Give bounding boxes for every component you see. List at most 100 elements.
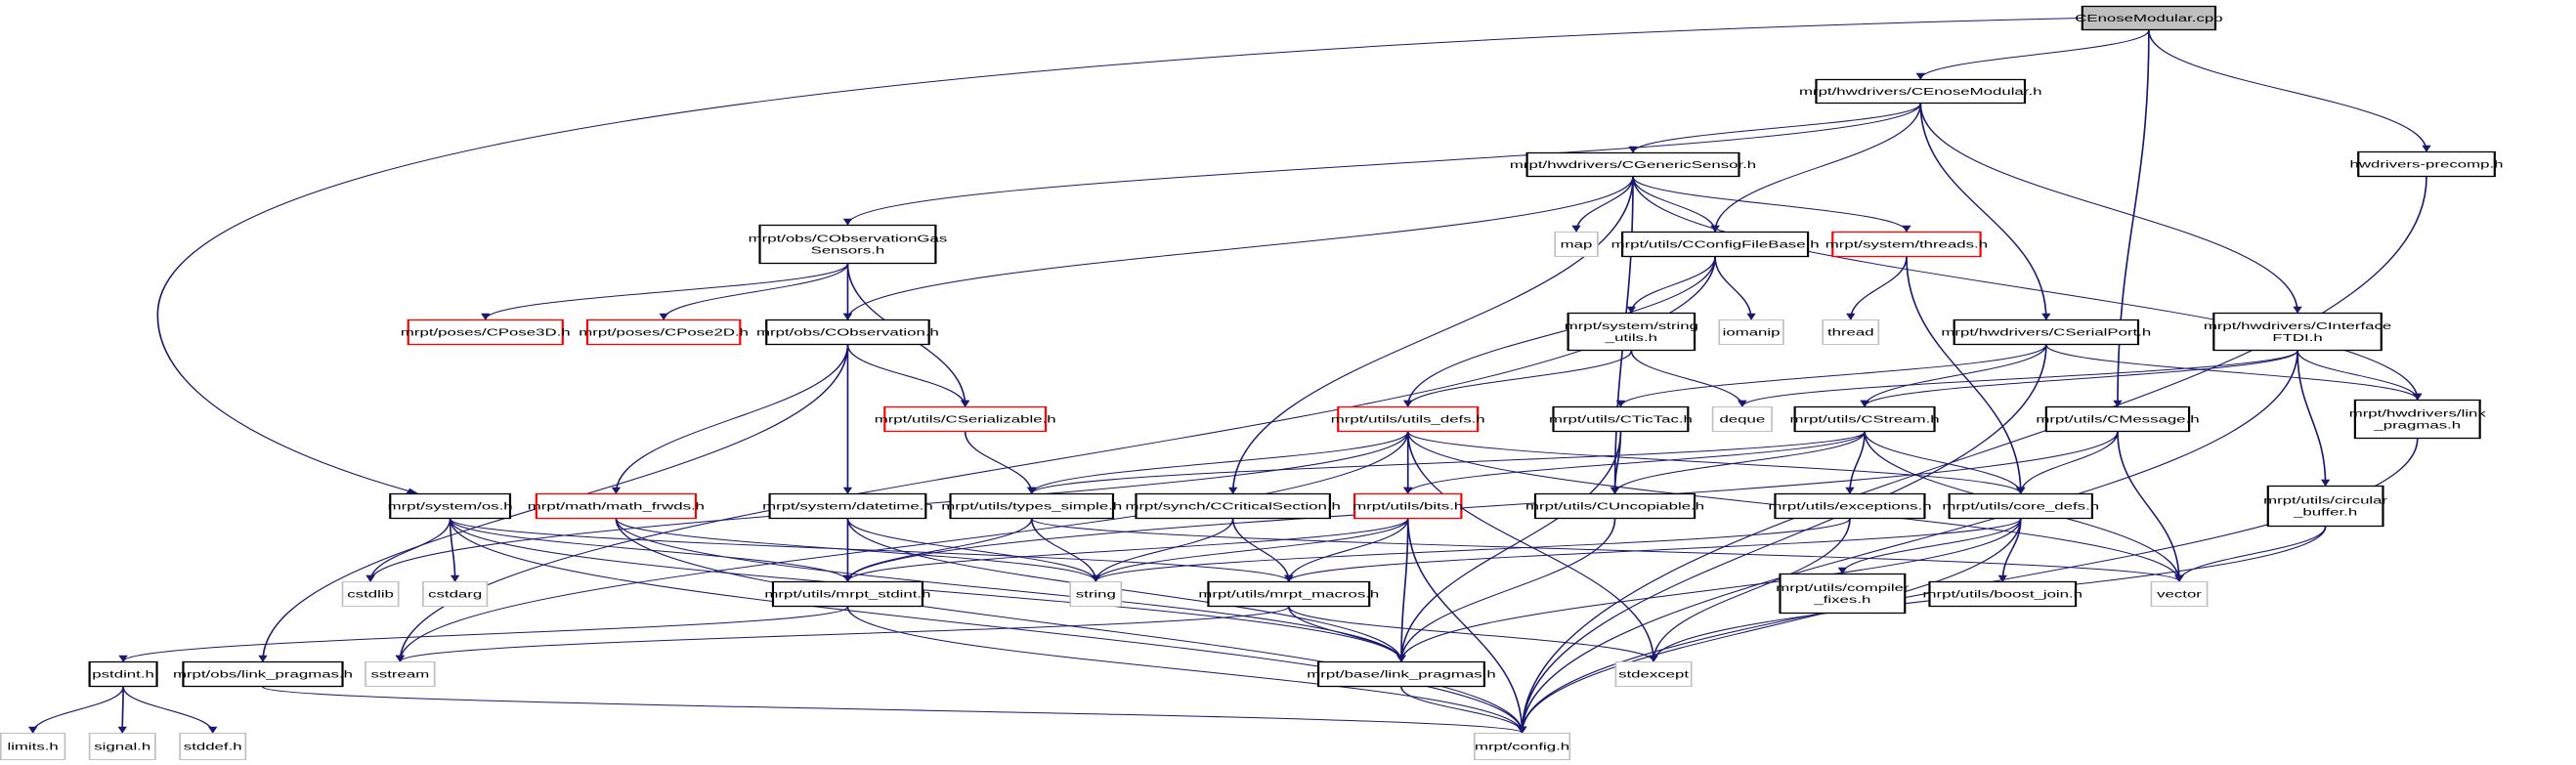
node-mrpt-system-datetime-h[interactable]: mrpt/system/datetime.h xyxy=(762,492,933,520)
node-mrpt-hwdrivers-link-pragmas-h[interactable]: mrpt/hwdrivers/link_pragmas.h xyxy=(2349,399,2486,440)
edge-generic-to-observation xyxy=(842,176,1634,320)
edge-core_defs-to-base_pragmas xyxy=(1396,518,2022,662)
nodes-layer: CEnoseModular.cpp mrpt/hwdrivers/CEnoseMo… xyxy=(0,5,2504,760)
edge-ftdi-to-circular xyxy=(2297,350,2331,487)
node-label: map xyxy=(1561,238,1593,250)
node-mrpt-utils-cuncopiable-h[interactable]: mrpt/utils/CUncopiable.h xyxy=(1525,492,1704,520)
node-box xyxy=(1533,492,1696,520)
node-label: deque xyxy=(1719,413,1765,425)
edge-datetime-to-base_pragmas xyxy=(846,518,1406,662)
node-mrpt-system-os-h[interactable]: mrpt/system/os.h xyxy=(388,492,513,520)
node-label: pstdint.h xyxy=(92,668,154,680)
edge-precomp-to-config xyxy=(1517,176,2427,734)
edge-ftdi-to-stream xyxy=(1860,350,2298,407)
node-box xyxy=(585,319,742,346)
edge-enose_h-to-ftdi xyxy=(1919,103,2302,314)
node-mrpt-obs-cobservation-h[interactable]: mrpt/obs/CObservation.h xyxy=(756,319,939,346)
node-mrpt-system-string-utils-h[interactable]: mrpt/system/string_utils.h xyxy=(1565,312,1698,352)
node-label: stdexcept xyxy=(1618,668,1689,680)
node-box xyxy=(1352,492,1463,520)
node-mrpt-utils-exceptions-h[interactable]: mrpt/utils/exceptions.h xyxy=(1768,492,1932,520)
node-label: mrpt/poses/CPose2D.h xyxy=(579,326,749,338)
node-sstream: sstream xyxy=(365,661,436,687)
node-label: mrpt/obs/CObservation.h xyxy=(756,326,939,338)
node-mrpt-utils-types-simple-h[interactable]: mrpt/utils/types_simple.h xyxy=(941,492,1122,520)
node-label: mrpt/utils/exceptions.h xyxy=(1768,500,1931,512)
node-mrpt-poses-cpose3d-h[interactable]: mrpt/poses/CPose3D.h xyxy=(401,319,571,346)
node-mrpt-utils-bits-h[interactable]: mrpt/utils/bits.h xyxy=(1352,492,1463,520)
edge-serializable-to-types_simple xyxy=(964,431,1037,494)
node-mrpt-utils-cserializable-h[interactable]: mrpt/utils/CSerializable.h xyxy=(875,405,1056,433)
edge-math_frwds-to-string xyxy=(615,518,1100,582)
node-box xyxy=(771,580,924,608)
node-mrpt-utils-ctictac-h[interactable]: mrpt/utils/CTicTac.h xyxy=(1549,405,1693,433)
node-mrpt-synch-ccriticalsection-h[interactable]: mrpt/synch/CCriticalSection.h xyxy=(1125,492,1341,520)
node-mrpt-utils-cstream-h[interactable]: mrpt/utils/CStream.h xyxy=(1789,405,1940,433)
node-mrpt-utils-cconfigfilebase-h[interactable]: mrpt/utils/CConfigFileBase.h xyxy=(1611,231,1820,258)
edge-threads-to-thread xyxy=(1846,256,1908,320)
node-hwdrivers-precomp-h[interactable]: hwdrivers-precomp.h xyxy=(2350,150,2504,178)
node-map: map xyxy=(1554,232,1599,257)
node-mrpt-utils-circular-buffer-h[interactable]: mrpt/utils/circular_buffer.h xyxy=(2263,485,2388,528)
edge-generic-to-map xyxy=(1571,176,1634,233)
node-mrpt-math-math-frwds-h[interactable]: mrpt/math/math_frwds.h xyxy=(528,492,705,520)
node-mrpt-poses-cpose2d-h[interactable]: mrpt/poses/CPose2D.h xyxy=(579,319,749,346)
node-mrpt-utils-mrpt-stdint-h[interactable]: mrpt/utils/mrpt_stdint.h xyxy=(764,580,930,608)
node-mrpt-system-threads-h[interactable]: mrpt/system/threads.h xyxy=(1825,231,1988,258)
node-box xyxy=(2266,485,2384,528)
node-label: cstdarg xyxy=(428,588,482,600)
node-box xyxy=(1621,231,1810,258)
node-box xyxy=(1793,405,1936,433)
edge-cpp-to-precomp xyxy=(2148,29,2431,152)
node-mrpt-utils-cmessage-h[interactable]: mrpt/utils/CMessage.h xyxy=(2036,405,2200,433)
node-cenosemodular-cpp[interactable]: CEnoseModular.cpp xyxy=(2075,5,2223,31)
node-mrpt-hwdrivers-cgenericsensor-h[interactable]: mrpt/hwdrivers/CGenericSensor.h xyxy=(1510,151,1756,178)
node-mrpt-utils-boost-join-h[interactable]: mrpt/utils/boost_join.h xyxy=(1923,580,2082,608)
node-mrpt-hwdrivers-cenosemodular-h[interactable]: mrpt/hwdrivers/CEnoseModular.h xyxy=(1799,78,2041,105)
node-label: mrpt/poses/CPose3D.h xyxy=(401,326,571,338)
edge-base_pragmas-to-config xyxy=(1400,686,1527,734)
edge-config_base-to-iomanip xyxy=(1714,256,1756,320)
node-box xyxy=(1948,492,2094,520)
node-box xyxy=(765,319,930,346)
edge-serial-to-tictac xyxy=(1615,344,2047,407)
node-box xyxy=(2150,581,2209,607)
node-mrpt-utils-mrpt-macros-h[interactable]: mrpt/utils/mrpt_macros.h xyxy=(1198,580,1379,608)
node-mrpt-base-link-pragmas-h[interactable]: mrpt/base/link_pragmas.h xyxy=(1307,660,1496,688)
edge-string_utils-to-utils_defs xyxy=(1403,350,1633,407)
edge-enose_h-to-generic xyxy=(1628,103,1922,153)
node-label: CEnoseModular.cpp xyxy=(2075,13,2223,24)
node-box xyxy=(1207,580,1371,608)
node-label: mrpt/utils/circular xyxy=(2263,494,2387,506)
node-label: cstdlib xyxy=(347,588,394,600)
node-label: mrpt/synch/CCriticalSection.h xyxy=(1125,500,1340,512)
node-box xyxy=(88,733,156,760)
node-label: signal.h xyxy=(94,741,150,752)
node-box xyxy=(179,733,247,760)
node-label: mrpt/obs/link_pragmas.h xyxy=(173,668,353,680)
node-box xyxy=(1525,151,1740,178)
node-label: mrpt/utils/mrpt_macros.h xyxy=(1198,588,1379,600)
node-box xyxy=(535,492,698,520)
node-box xyxy=(1779,573,1907,615)
node-cstdarg: cstdarg xyxy=(422,581,489,607)
node-mrpt-utils-compiler-fixes-h[interactable]: mrpt/utils/compiler_fixes.h xyxy=(1776,573,1910,615)
node-label: mrpt/utils/compiler xyxy=(1776,582,1910,594)
node-label: mrpt/utils/CUncopiable.h xyxy=(1525,500,1704,512)
node-box xyxy=(1473,733,1571,760)
node-label: hwdrivers-precomp.h xyxy=(2350,158,2504,170)
node-mrpt-utils-core-defs-h[interactable]: mrpt/utils/core_defs.h xyxy=(1942,492,2099,520)
edge-stream-to-core_defs xyxy=(1864,431,2026,494)
edge-cpp-to-os xyxy=(156,18,2082,494)
edge-ftdi-to-config xyxy=(1517,350,2298,734)
node-label: FTDI.h xyxy=(2272,332,2322,344)
edge-stream-to-exceptions xyxy=(1845,431,1866,494)
node-mrpt-hwdrivers-cserialport-h[interactable]: mrpt/hwdrivers/CSerialPort.h xyxy=(1941,319,2151,346)
node-mrpt-obs-link-pragmas-h[interactable]: mrpt/obs/link_pragmas.h xyxy=(173,660,353,688)
edge-generic-to-hw_pragmas xyxy=(1632,176,2423,401)
node-pstdint-h[interactable]: pstdint.h xyxy=(88,660,158,688)
node-mrpt-utils-utils-defs-h[interactable]: mrpt/utils/utils_defs.h xyxy=(1331,405,1485,433)
edge-obs_pragmas-to-config xyxy=(262,686,1526,734)
